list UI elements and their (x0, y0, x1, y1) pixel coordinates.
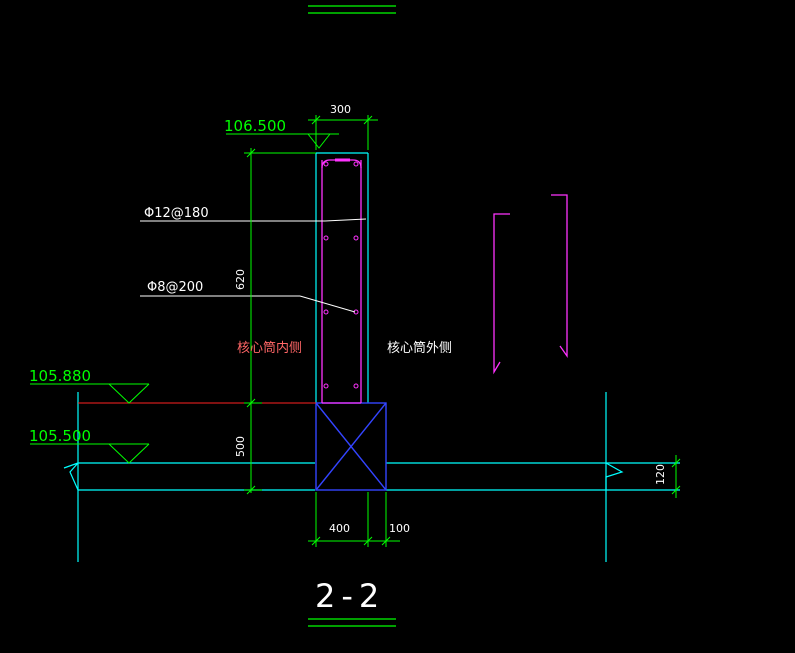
level-upper-label: 105.880 (29, 367, 91, 385)
level-top-label: 106.500 (224, 117, 286, 135)
dim-lower-height: 500 (234, 436, 247, 457)
rebar-leaders (140, 218, 367, 313)
dim-wall-width: 300 (330, 103, 351, 116)
dim-slab-thickness: 120 (654, 464, 667, 485)
outer-side-bracket (493, 194, 568, 375)
level-marker-top (226, 133, 339, 149)
dim-footing-width: 400 (329, 522, 350, 535)
dim-upper-height: 620 (234, 269, 247, 290)
section-underline (308, 618, 396, 627)
level-marker-lower (30, 443, 150, 464)
note-outer-side: 核心筒外侧 (387, 340, 452, 356)
note-inner-side: 核心筒内侧 (237, 340, 302, 356)
rebar-horizontal-label: Φ8@200 (147, 280, 203, 295)
wall-outline (315, 152, 369, 403)
rebar-vertical-label: Φ12@180 (144, 206, 209, 221)
slab-outline (63, 392, 680, 562)
level-marker-upper (30, 383, 150, 404)
level-lower-label: 105.500 (29, 427, 91, 445)
dim-footing-offset: 100 (389, 522, 410, 535)
top-double-line (308, 5, 396, 14)
section-label: 2-2 (315, 577, 385, 615)
